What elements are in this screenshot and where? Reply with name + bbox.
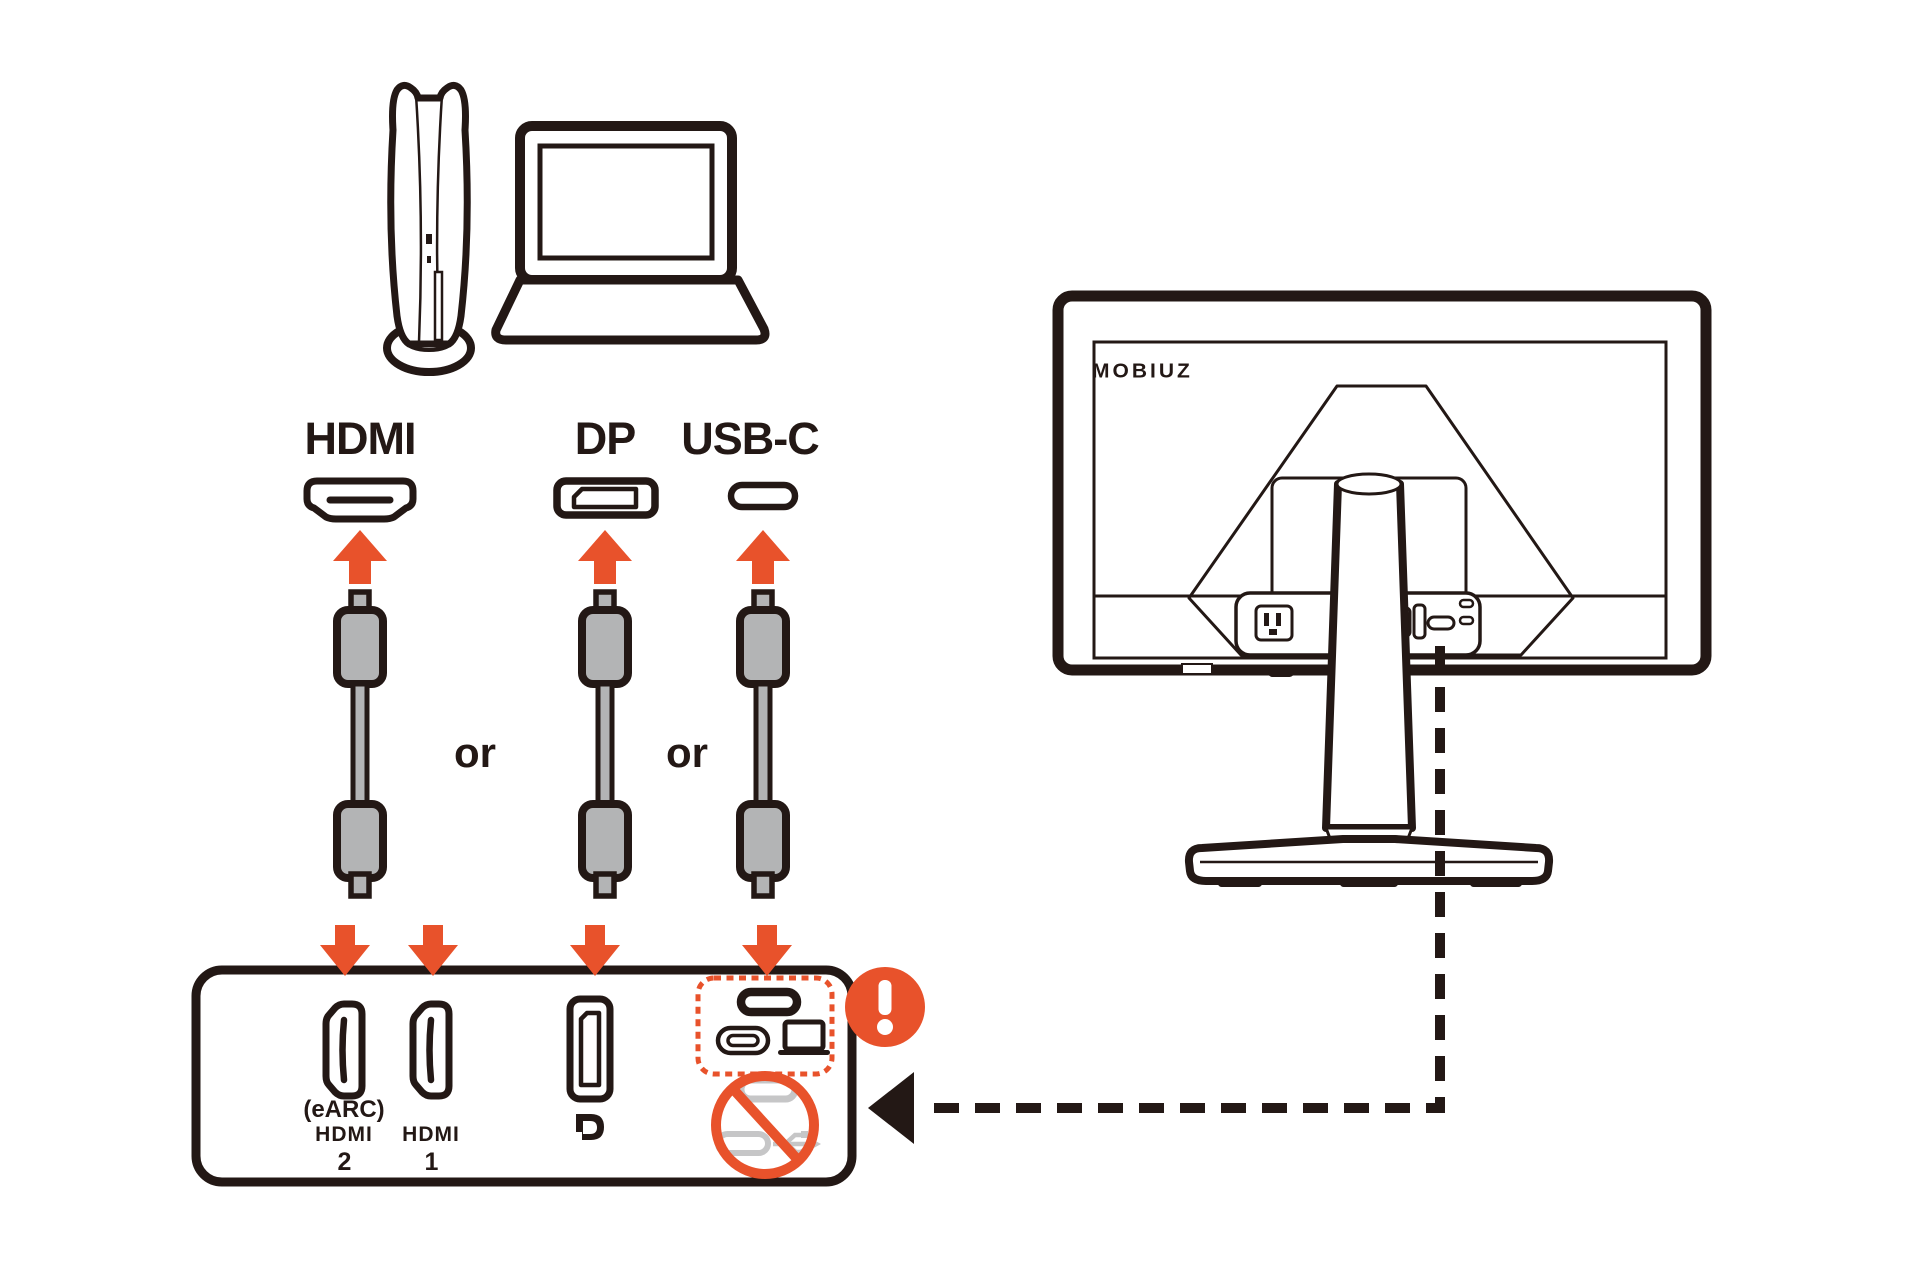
dashed-connector-line: [920, 646, 1445, 1113]
dp-vertical-port-icon: [566, 995, 614, 1103]
down-arrow-usbc: [742, 925, 792, 976]
hdmi-cable-icon: [333, 589, 387, 899]
laptop-small-icon: [778, 1019, 830, 1055]
bottom-edge-tab: [1268, 668, 1294, 677]
up-arrow-hdmi: [333, 530, 387, 584]
left-arrowhead-icon: [868, 1072, 914, 1144]
warning-badge-icon: [845, 967, 925, 1047]
up-arrow-dp: [578, 530, 632, 584]
brand-logo: MOBIUZ: [1092, 360, 1193, 383]
hdmi-label: HDMI: [304, 413, 417, 464]
usbc-port-icon: [727, 481, 799, 511]
hdmi2-vertical-port-icon: [326, 1004, 362, 1096]
hdmi-port-icon: [303, 477, 417, 523]
usbc-cable-icon: [736, 589, 790, 899]
power-inlet-icon: [1254, 604, 1294, 642]
hdmi2-logo-label: HDMI: [315, 1123, 373, 1146]
dp-cable-icon: [578, 589, 632, 899]
laptop-icon: [491, 121, 770, 345]
or-separator-1: or: [454, 729, 496, 776]
down-arrow-hdmi2: [320, 925, 370, 976]
no-usb-data-icon: [711, 1071, 821, 1179]
up-arrow-usbc: [736, 530, 790, 584]
down-arrow-dp: [570, 925, 620, 976]
hdmi2-number: 2: [337, 1148, 352, 1176]
down-arrow-hdmi1: [408, 925, 458, 976]
hdmi1-number: 1: [424, 1148, 439, 1176]
usbc-label: USB-C: [681, 413, 820, 464]
or-separator-2: or: [666, 729, 708, 776]
rear-io-panel: [191, 965, 857, 1187]
monitor-base: [1184, 835, 1554, 887]
hdmi1-vertical-port-icon: [413, 1004, 449, 1096]
usbc-connector-icon: [715, 1025, 771, 1056]
usbc-video-port-icon: [736, 987, 802, 1017]
earc-sublabel: (eARC): [303, 1096, 385, 1123]
displayport-logo-icon: [576, 1114, 604, 1140]
dp-port-icon: [553, 477, 659, 519]
monitor-rear-view: [1052, 290, 1712, 887]
hdmi1-logo-label: HDMI: [402, 1123, 460, 1146]
bottom-edge-notch: [1181, 663, 1213, 675]
game-console-icon: [383, 81, 475, 376]
prohibition-circle-icon: [711, 1071, 819, 1179]
monitor-stand: [1322, 472, 1416, 856]
dp-label: DP: [574, 413, 637, 464]
